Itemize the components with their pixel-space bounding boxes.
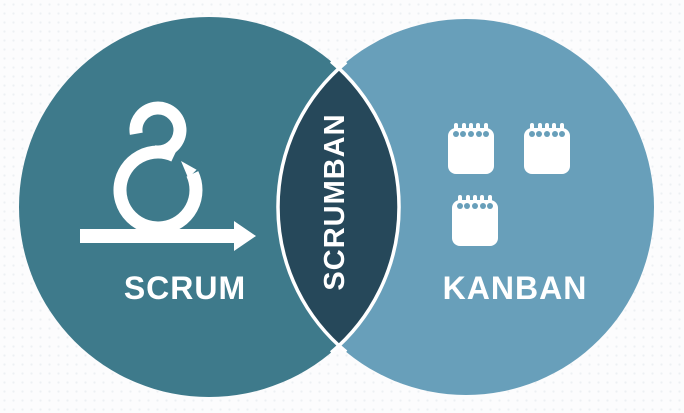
- notepad-icon: [524, 123, 570, 174]
- sprint-big-loop: [113, 145, 203, 235]
- notepad-icon: [448, 123, 494, 174]
- scrumban-label: SCRUMBAN: [319, 113, 351, 291]
- notepad-binding-nubs: [455, 195, 495, 204]
- lens-outline-left-arc: [329, 60, 401, 354]
- sprint-arrowhead-big-loop: [181, 161, 197, 179]
- lens-outline-right-arc: [276, 60, 348, 354]
- scrum-sprint-icon: [80, 101, 256, 251]
- notepad-icon: [452, 195, 498, 246]
- sprint-arrowhead-small-loop: [142, 146, 157, 158]
- scrumban-lens: [278, 68, 400, 346]
- notepad-binding-holes: [527, 131, 567, 137]
- kanban-label: KANBAN: [442, 270, 588, 306]
- notepad-binding-holes: [455, 203, 495, 209]
- scrum-label: SCRUM: [123, 270, 247, 306]
- notepad-binding-nubs: [451, 123, 491, 132]
- sprint-arrow-bar: [80, 221, 256, 251]
- sprint-small-loop: [129, 101, 187, 159]
- notepad-binding-holes: [451, 131, 491, 137]
- notepad-binding-nubs: [527, 123, 567, 132]
